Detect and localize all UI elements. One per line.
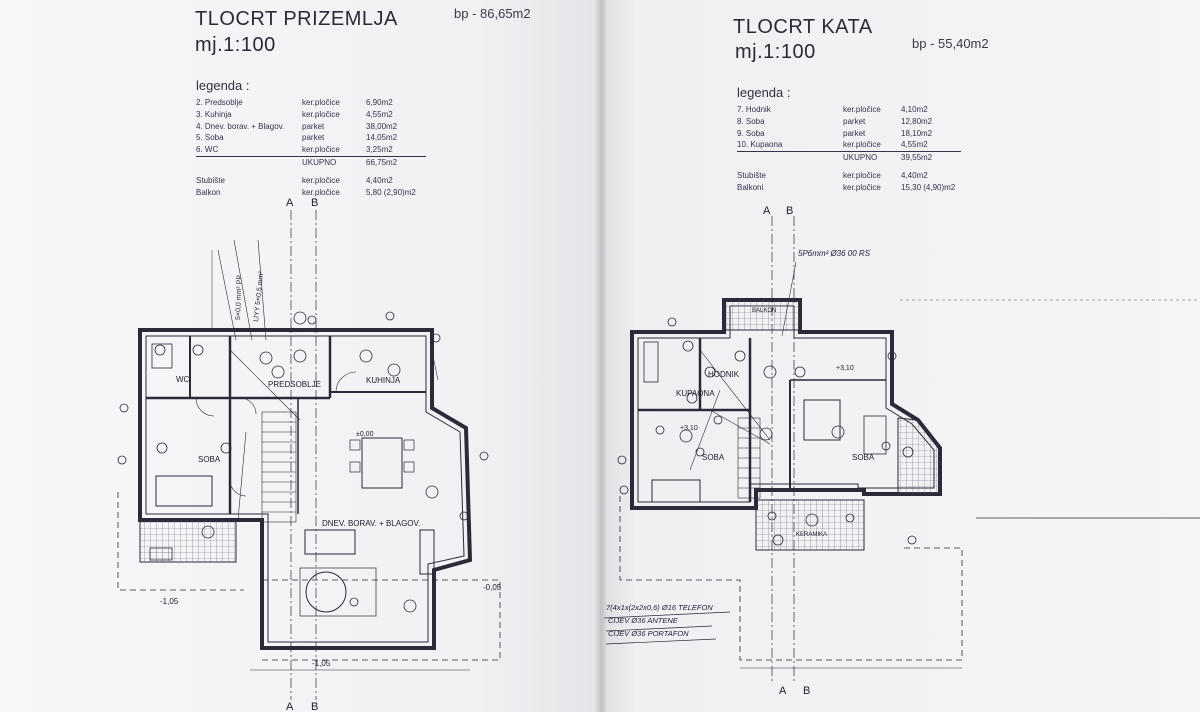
legend-row: 9. Soba parket 18,10m2 xyxy=(737,128,961,140)
floor-type: ker.pločice xyxy=(302,109,340,119)
total-value: 66,75m2 xyxy=(366,157,398,167)
extra-area: 4,40m2 xyxy=(901,170,928,180)
legend-total-row: UKUPNO 66,75m2 xyxy=(196,157,426,169)
legend-total-row: UKUPNO 39,55m2 xyxy=(737,152,961,164)
ground-floor-area: bp - 86,65m2 xyxy=(454,6,531,21)
room-name: 7. Hodnik xyxy=(737,105,771,114)
ground-floor-title: TLOCRT PRIZEMLJA xyxy=(195,8,398,30)
upper-floor-scale: mj.1:100 xyxy=(735,41,816,63)
book-spine xyxy=(596,0,606,712)
legend-row: 8. Soba parket 12,80m2 xyxy=(737,116,961,128)
room-name: 4. Dnev. borav. + Blagov. xyxy=(196,121,285,131)
floor-type: parket xyxy=(843,128,866,138)
floor-type: ker.pločice xyxy=(843,140,881,150)
room-name: 6. WC xyxy=(196,145,219,155)
room-area: 4,55m2 xyxy=(901,140,928,150)
upper-legend-title: legenda : xyxy=(737,85,791,100)
floor-type: ker.pločice xyxy=(843,105,881,114)
extra-area: 15,30 (4,90)m2 xyxy=(901,182,956,192)
extra-area: 5,80 (2,90)m2 xyxy=(366,187,416,197)
legend-row: 4. Dnev. borav. + Blagov. parket 38,00m2 xyxy=(196,121,426,133)
extra-name: Balkoni xyxy=(737,182,764,192)
ground-legend-table: 2. Predsoblje ker.pločice 6,90m2 3. Kuhinj… xyxy=(196,97,426,198)
room-name: 10. Kupaona xyxy=(737,140,783,150)
legend-row: Stubište ker.pločice 4,40m2 xyxy=(737,170,961,182)
floor-type: parket xyxy=(302,121,325,131)
floor-type: ker.pločice xyxy=(843,182,881,192)
total-label: UKUPNO xyxy=(843,153,878,163)
floor-type: parket xyxy=(843,116,866,126)
floor-type: ker.pločice xyxy=(302,98,340,107)
floor-type: ker.pločice xyxy=(302,145,340,155)
legend-row: Balkon ker.pločice 5,80 (2,90)m2 xyxy=(196,187,426,199)
legend-row: 7. Hodnik ker.pločice 4,10m2 xyxy=(737,104,961,116)
room-area: 4,10m2 xyxy=(901,105,928,114)
floor-type: ker.pločice xyxy=(302,187,340,197)
floor-type: ker.pločice xyxy=(843,170,881,180)
room-area: 38,00m2 xyxy=(366,121,398,131)
floor-type: parket xyxy=(302,133,325,143)
legend-row: 10. Kupaona ker.pločice 4,55m2 xyxy=(737,139,961,153)
room-name: 8. Soba xyxy=(737,116,765,126)
total-value: 39,55m2 xyxy=(901,153,933,163)
total-label: UKUPNO xyxy=(302,157,337,167)
extra-name: Stubište xyxy=(737,170,766,180)
room-name: 3. Kuhinja xyxy=(196,109,232,119)
legend-row: 5. Soba parket 14,05m2 xyxy=(196,132,426,144)
extra-name: Balkon xyxy=(196,187,221,197)
legend-row: Balkoni ker.pločice 15,30 (4,90)m2 xyxy=(737,182,961,194)
room-area: 12,80m2 xyxy=(901,116,933,126)
ground-legend-title: legenda : xyxy=(196,78,250,93)
upper-floor-title: TLOCRT KATA xyxy=(733,16,873,38)
room-name: 2. Predsoblje xyxy=(196,98,243,107)
room-area: 4,55m2 xyxy=(366,109,393,119)
upper-legend-table: 7. Hodnik ker.pločice 4,10m2 8. Soba parket… xyxy=(737,104,961,194)
room-area: 14,05m2 xyxy=(366,133,398,143)
floor-type: ker.pločice xyxy=(302,175,340,185)
upper-floor-area: bp - 55,40m2 xyxy=(912,36,989,51)
room-area: 6,90m2 xyxy=(366,98,393,107)
ground-floor-scale: mj.1:100 xyxy=(195,34,276,56)
extra-area: 4,40m2 xyxy=(366,175,393,185)
room-name: 9. Soba xyxy=(737,128,765,138)
room-area: 3,25m2 xyxy=(366,145,393,155)
extra-name: Stubište xyxy=(196,175,225,185)
room-name: 5. Soba xyxy=(196,133,224,143)
legend-row: 2. Predsoblje ker.pločice 6,90m2 xyxy=(196,97,426,109)
room-area: 18,10m2 xyxy=(901,128,933,138)
legend-row: Stubište ker.pločice 4,40m2 xyxy=(196,175,426,187)
legend-row: 3. Kuhinja ker.pločice 4,55m2 xyxy=(196,109,426,121)
legend-row: 6. WC ker.pločice 3,25m2 xyxy=(196,144,426,157)
